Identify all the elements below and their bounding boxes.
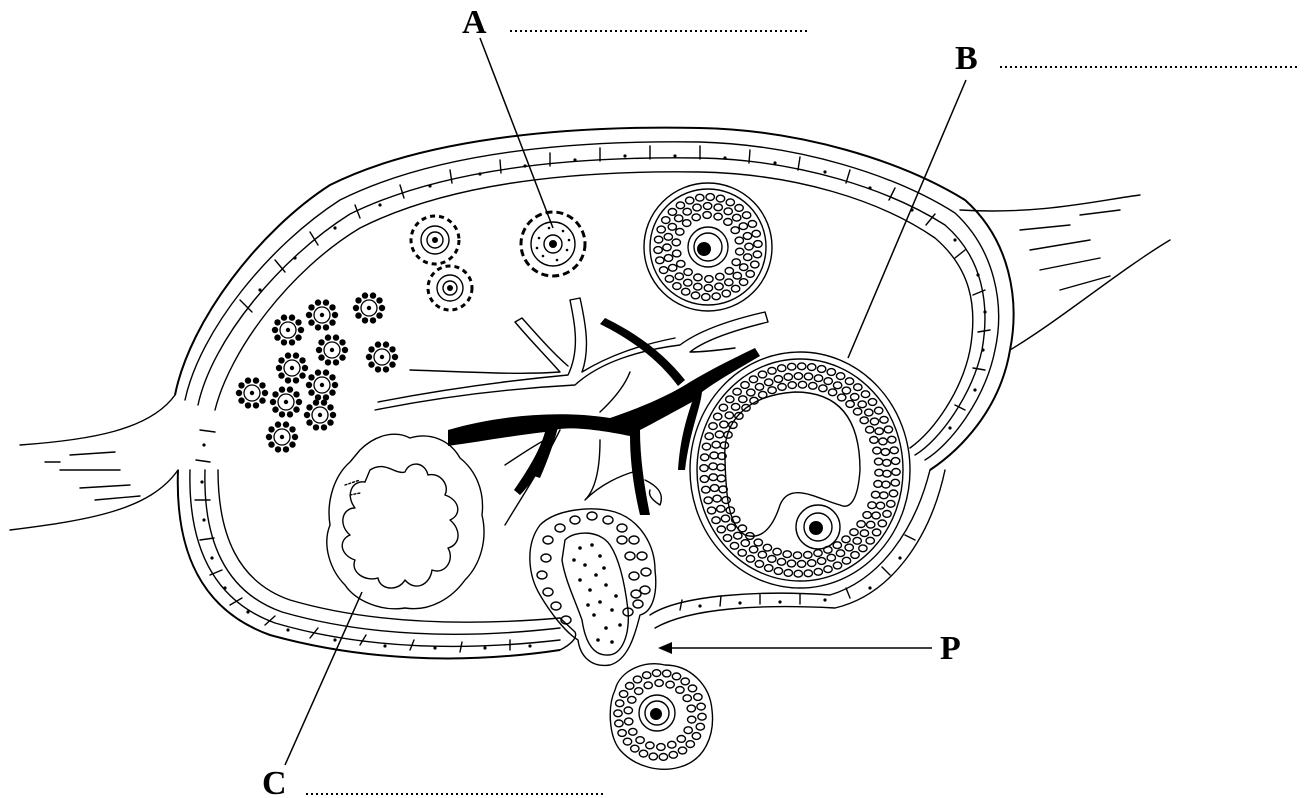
primary-follicle: [411, 216, 459, 264]
released-oocyte: [610, 664, 712, 770]
primordial-follicle: [353, 292, 385, 323]
primordial-follicle: [236, 377, 268, 408]
secondary-follicle: [644, 183, 772, 311]
primordial-follicle: [276, 352, 308, 383]
primordial-follicle: [304, 399, 336, 430]
primordial-follicle: [366, 341, 398, 372]
primary-follicle-a: [521, 212, 585, 276]
mesovarium-left: [10, 395, 178, 530]
primordial-follicle: [306, 299, 338, 330]
ovary-wall: [175, 128, 1014, 659]
label-p: P: [940, 630, 961, 667]
primary-follicle: [428, 266, 472, 310]
primordial-follicle: [270, 386, 302, 417]
primordial-follicle: [306, 369, 338, 400]
primordial-follicle: [266, 421, 298, 452]
label-c: C: [262, 765, 287, 798]
primordial-follicle: [316, 334, 348, 365]
corpus-luteum: [327, 434, 484, 609]
label-a: A: [462, 4, 487, 41]
label-b: B: [955, 40, 978, 77]
graafian-follicle: [690, 352, 910, 588]
primordial-follicle: [272, 314, 304, 345]
primordial-follicle-cluster: [236, 292, 398, 452]
ruptured-follicle: [530, 509, 656, 666]
